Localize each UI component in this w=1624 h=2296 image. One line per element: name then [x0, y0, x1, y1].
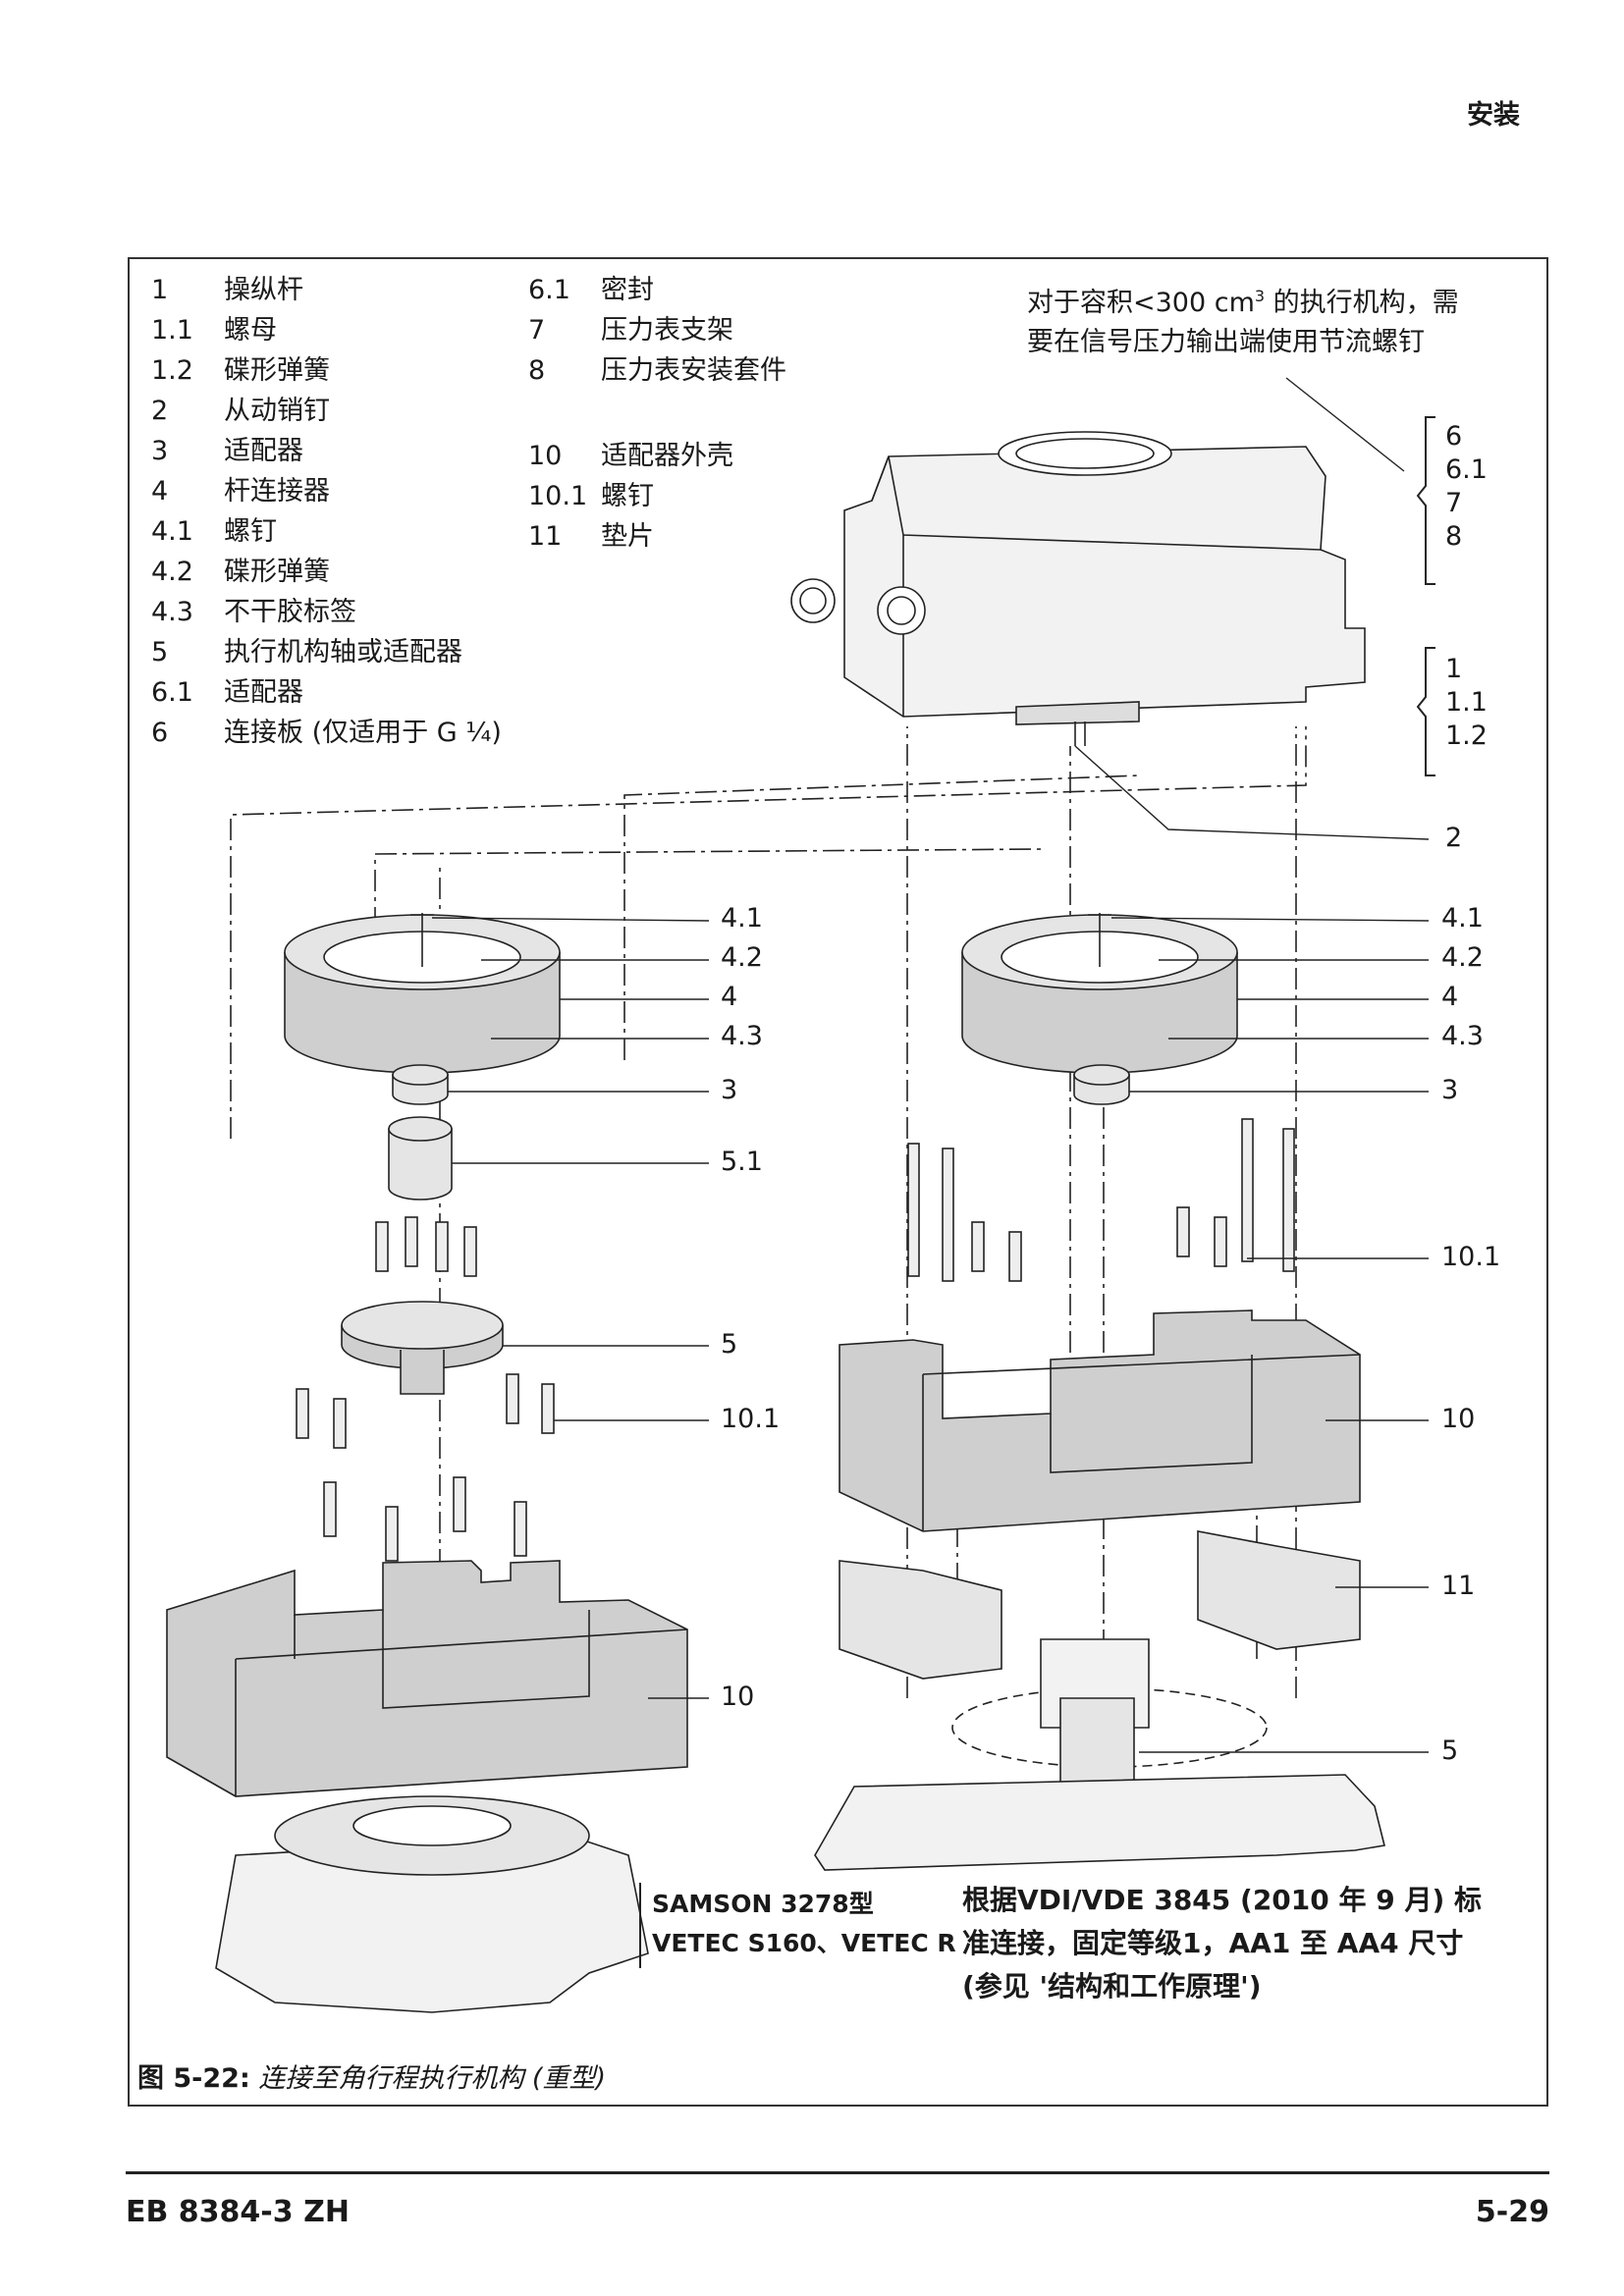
- callout-right-10-1: 10.1: [1441, 1242, 1501, 1272]
- page-number: 5-29: [1475, 2195, 1549, 2229]
- callout-leaders: [431, 377, 1430, 1753]
- caption-left: SAMSON 3278型 VETEC S160、VETEC R: [652, 1890, 956, 1957]
- right-coupling-ring: [961, 913, 1238, 1074]
- positioner-housing: [790, 431, 1366, 746]
- callout-right-10: 10: [1441, 1404, 1476, 1434]
- footer-rule: [126, 2171, 1549, 2174]
- right-screws: [907, 1118, 1295, 1282]
- callout-left-3: 3: [721, 1075, 738, 1105]
- left-actuator-base: [215, 1795, 649, 2013]
- left-flange: [341, 1301, 504, 1395]
- callout-left-5: 5: [721, 1329, 738, 1360]
- callout-right-5: 5: [1441, 1735, 1459, 1766]
- throttle-note: 对于容积<300 cm3 的执行机构，需 要在信号压力输出端使用节流螺钉: [1027, 287, 1459, 357]
- callout-left-5-1: 5.1: [721, 1147, 763, 1177]
- right-shaft-adapter: [951, 1638, 1268, 1788]
- callout-right-4-3: 4.3: [1441, 1021, 1484, 1051]
- callout-left-4: 4: [721, 982, 738, 1012]
- callout-right-3: 3: [1441, 1075, 1459, 1105]
- left-coupling-ring: [284, 913, 561, 1074]
- callout-left-10-1: 10.1: [721, 1404, 781, 1434]
- document-number: EB 8384-3 ZH: [126, 2195, 350, 2229]
- figure-frame: [128, 257, 1548, 2107]
- figure-description: 连接至角行程执行机构 (重型): [249, 2063, 606, 2094]
- left-adapters: [388, 1064, 453, 1201]
- callout-left-10: 10: [721, 1682, 755, 1712]
- right-actuator-base: [814, 1774, 1385, 1871]
- left-adapter-housing: [166, 1560, 688, 1797]
- left-screws: [296, 1216, 555, 1562]
- callout-right-4: 4: [1441, 982, 1459, 1012]
- callout-right-4-1: 4.1: [1441, 903, 1484, 934]
- figure-label: 图 5-22:: [137, 2063, 250, 2094]
- right-adapter: [1073, 1064, 1130, 1105]
- callout-right-4-2: 4.2: [1441, 942, 1484, 973]
- callout-left-4-1: 4.1: [721, 903, 763, 934]
- section-heading: 安装: [1467, 100, 1520, 131]
- brackets: [1416, 416, 1435, 776]
- figure-caption: 图 5-22: 连接至角行程执行机构 (重型): [137, 2056, 606, 2095]
- callout-left-4-2: 4.2: [721, 942, 763, 973]
- callout-left-4-3: 4.3: [721, 1021, 763, 1051]
- right-adapter-housing: [839, 1309, 1361, 1532]
- caption-right: 根据VDI/VDE 3845 (2010 年 9 月) 标 准连接，固定等级1，…: [962, 1884, 1483, 2002]
- callout-right-11: 11: [1441, 1571, 1476, 1601]
- right-spacers: [839, 1530, 1361, 1680]
- callout-2: 2: [1445, 823, 1463, 853]
